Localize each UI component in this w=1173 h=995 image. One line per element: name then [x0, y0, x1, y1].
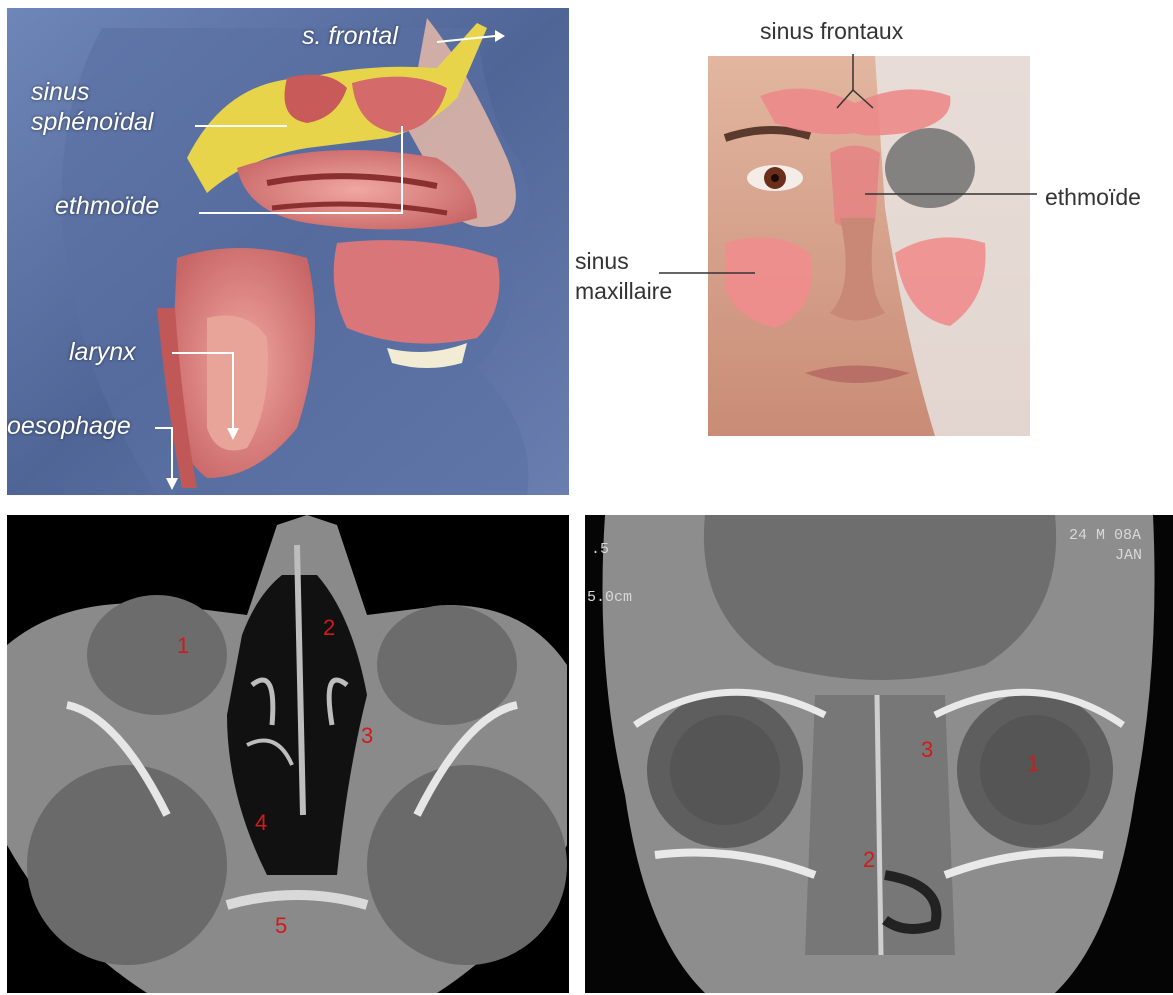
ct-overlay-right-2: JAN [1115, 547, 1142, 564]
ct-axial-number-5: 5 [275, 913, 287, 939]
label-s-frontal: s. frontal [302, 22, 398, 50]
label-sinus-frontaux: sinus frontaux [760, 18, 903, 44]
label-face-ethmoide: ethmoïde [1045, 184, 1141, 210]
ct-overlay-left-2: 5.0cm [587, 589, 632, 606]
face-illustration [575, 8, 1173, 498]
label-sinus-sphenoidal-1: sinus [31, 78, 89, 106]
label-sinus-sphenoidal-2: sphénoïdal [31, 108, 153, 136]
face-sinus-panel: sinus frontaux ethmoïde sinus maxillaire [575, 8, 1173, 498]
ct-overlay-left-1: .5 [591, 541, 609, 558]
label-sinus-maxillaire-2: maxillaire [575, 278, 672, 304]
label-ethmoide: ethmoïde [55, 192, 159, 220]
ct-coronal-number-2: 2 [863, 847, 875, 873]
ct-axial-number-1: 1 [177, 633, 189, 659]
axial-ct-scan [7, 515, 569, 993]
axial-ct-panel: 1 2 3 4 5 [7, 515, 569, 993]
ct-axial-number-3: 3 [361, 723, 373, 749]
label-larynx: larynx [69, 338, 136, 366]
ct-overlay-right-1: 24 M 08A [1069, 527, 1141, 544]
coronal-ct-scan [585, 515, 1173, 993]
label-oesophage: oesophage [7, 412, 131, 440]
coronal-ct-panel: .5 5.0cm 24 M 08A JAN 1 2 3 [585, 515, 1173, 993]
sagittal-anatomy-panel: s. frontal sinus sphénoïdal ethmoïde lar… [7, 8, 569, 495]
ct-axial-number-4: 4 [255, 810, 267, 836]
ct-coronal-number-1: 1 [1027, 751, 1039, 777]
ct-coronal-number-3: 3 [921, 737, 933, 763]
ct-axial-number-2: 2 [323, 615, 335, 641]
label-sinus-maxillaire-1: sinus [575, 248, 629, 274]
